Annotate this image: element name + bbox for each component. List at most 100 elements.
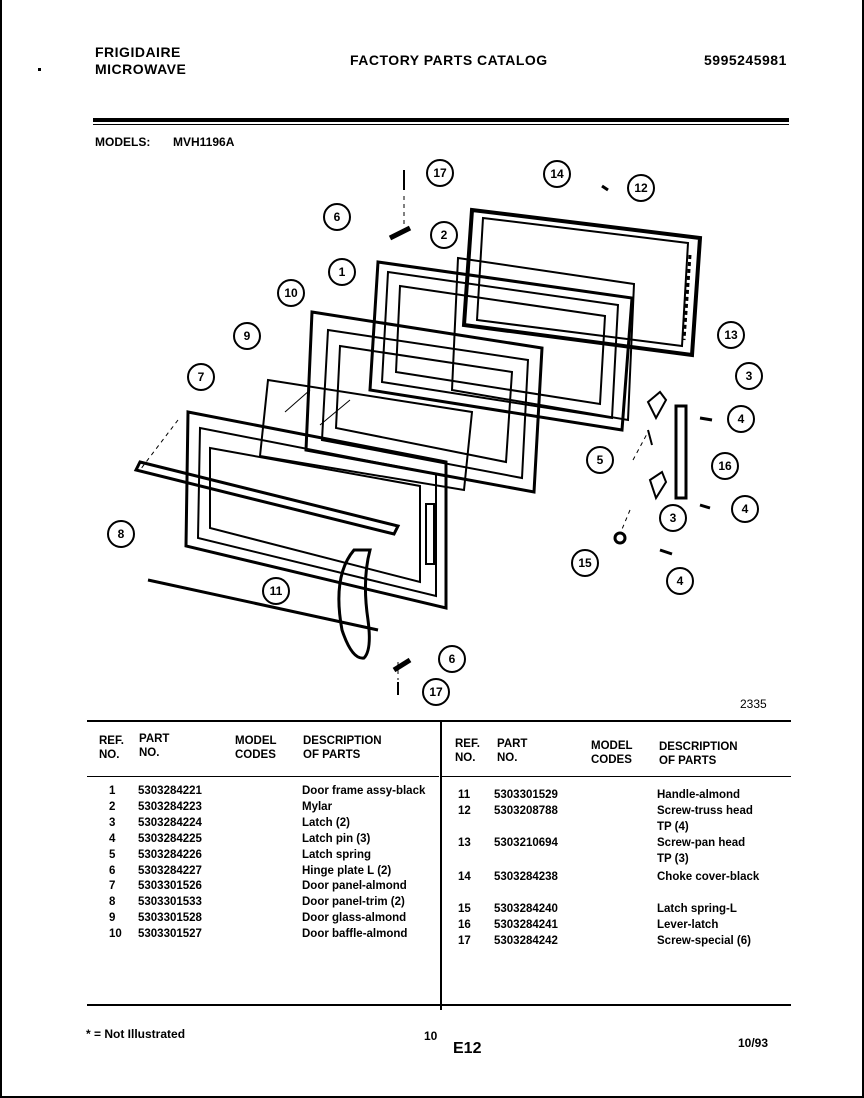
col-desc-label2: OF PARTS — [659, 755, 717, 767]
col-ref-label2: NO. — [455, 752, 476, 764]
callout-15: 15 — [571, 549, 599, 577]
callout-6: 6 — [323, 203, 351, 231]
callout-8: 8 — [107, 520, 135, 548]
callout-7: 7 — [187, 363, 215, 391]
part-number: 5303284221 — [138, 785, 202, 797]
catalog-title: FACTORY PARTS CATALOG — [350, 52, 548, 68]
col-part-label: PART — [497, 738, 528, 750]
figure-number: 2335 — [740, 697, 767, 711]
part-number: 5303284225 — [138, 832, 202, 845]
col-model-label: MODEL — [235, 735, 277, 747]
part-number: 5303284238 — [494, 871, 558, 883]
door-trim-part — [133, 460, 401, 632]
part-description-cont: TP (4) — [657, 821, 689, 833]
door-baffle-part — [304, 310, 544, 494]
callout-1: 1 — [328, 258, 356, 286]
part-description: Latch spring-L — [657, 903, 737, 915]
scan-dot — [38, 68, 41, 71]
part-description: Door frame assy-black — [302, 785, 426, 797]
col-model-label2: CODES — [235, 749, 276, 761]
col-ref-label2: NO. — [99, 749, 120, 761]
part-description: Latch spring — [302, 848, 372, 861]
ref-number: 13 — [458, 837, 471, 849]
part-number: 5303284242 — [494, 935, 558, 947]
page-code: E12 — [453, 1040, 482, 1057]
header-rule — [93, 118, 789, 122]
callout-4b: 4 — [731, 495, 759, 523]
models-line: MODELS: MVH1196A — [95, 135, 234, 149]
callout-12: 12 — [627, 174, 655, 202]
col-desc-label2: OF PARTS — [303, 749, 361, 761]
ref-number: 10 — [109, 928, 122, 941]
col-part-left: PART NO. — [139, 732, 169, 760]
brand-block: FRIGIDAIRE MICROWAVE — [95, 44, 186, 78]
part-description: Door panel-trim (2) — [302, 896, 405, 909]
col-ref-label: REF. — [455, 738, 480, 750]
part-number: 5303284240 — [494, 903, 558, 915]
exploded-parts-diagram — [100, 150, 790, 710]
part-description: Door panel-almond — [302, 880, 407, 893]
ref-number: 17 — [458, 935, 471, 947]
part-number: 5303208788 — [494, 805, 558, 817]
not-illustrated-note: * = Not Illustrated — [86, 1027, 186, 1041]
page-border-left — [0, 0, 2, 1098]
document-number: 5995245981 — [704, 52, 787, 68]
callout-4c: 4 — [666, 567, 694, 595]
ref-number: 5 — [109, 848, 116, 861]
callout-17: 17 — [426, 159, 454, 187]
part-number: 5303301528 — [138, 912, 202, 925]
page-border-right — [862, 0, 864, 1098]
table-top-rule — [87, 720, 791, 722]
col-model-right: MODEL CODES — [591, 739, 633, 767]
part-number: 5303301533 — [138, 896, 202, 909]
models-label: MODELS: — [95, 135, 151, 149]
ref-number: 4 — [109, 832, 116, 845]
table-left-header-rule — [87, 776, 439, 777]
ref-number: 16 — [458, 919, 471, 931]
col-desc-left: DESCRIPTION OF PARTS — [303, 734, 382, 762]
table-right-header-rule — [442, 776, 791, 777]
brand-name: FRIGIDAIRE — [95, 44, 181, 60]
callout-10: 10 — [277, 279, 305, 307]
callout-14: 14 — [543, 160, 571, 188]
col-ref-label: REF. — [99, 735, 124, 747]
part-number: 5303284241 — [494, 919, 558, 931]
ref-number: 14 — [458, 871, 471, 883]
part-number: 5303284226 — [138, 848, 202, 861]
mylar-part — [450, 256, 636, 422]
door-panel-part — [184, 410, 448, 610]
part-description: Choke cover-black — [657, 871, 760, 883]
part-description: Screw-special (6) — [657, 935, 751, 947]
callout-17b: 17 — [422, 678, 450, 706]
models-value: MVH1196A — [173, 135, 235, 149]
col-desc-label: DESCRIPTION — [659, 741, 738, 753]
col-ref-left: REF. NO. — [99, 734, 124, 762]
part-description: Door baffle-almond — [302, 928, 408, 941]
col-part-right: PART NO. — [497, 737, 527, 765]
product-line: MICROWAVE — [95, 61, 187, 77]
header-rule-thin — [93, 124, 789, 125]
hinge-parts — [388, 170, 609, 695]
col-ref-right: REF. NO. — [455, 737, 480, 765]
part-number: 5303301527 — [138, 928, 202, 941]
part-description: Latch (2) — [302, 816, 350, 829]
callout-4: 4 — [727, 405, 755, 433]
col-part-label: PART — [139, 733, 170, 745]
door-frame-part — [368, 260, 634, 432]
part-number: 5303301529 — [494, 789, 558, 801]
ref-number: 8 — [109, 896, 116, 909]
col-desc-right: DESCRIPTION OF PARTS — [659, 740, 738, 768]
col-part-label2: NO. — [139, 747, 160, 759]
ref-number: 9 — [109, 912, 116, 925]
callout-2: 2 — [430, 221, 458, 249]
part-description: Handle-almond — [657, 789, 741, 801]
callout-6b: 6 — [438, 645, 466, 673]
callout-13: 13 — [717, 321, 745, 349]
part-number: 5303284227 — [138, 864, 202, 877]
parts-table: REF. NO. PART NO. MODEL CODES DESCRIPTIO… — [87, 720, 791, 1020]
part-description: Screw-truss head — [657, 805, 753, 817]
leader-lines — [139, 196, 649, 680]
part-number: 5303284223 — [138, 800, 202, 813]
col-model-label2: CODES — [591, 754, 632, 766]
